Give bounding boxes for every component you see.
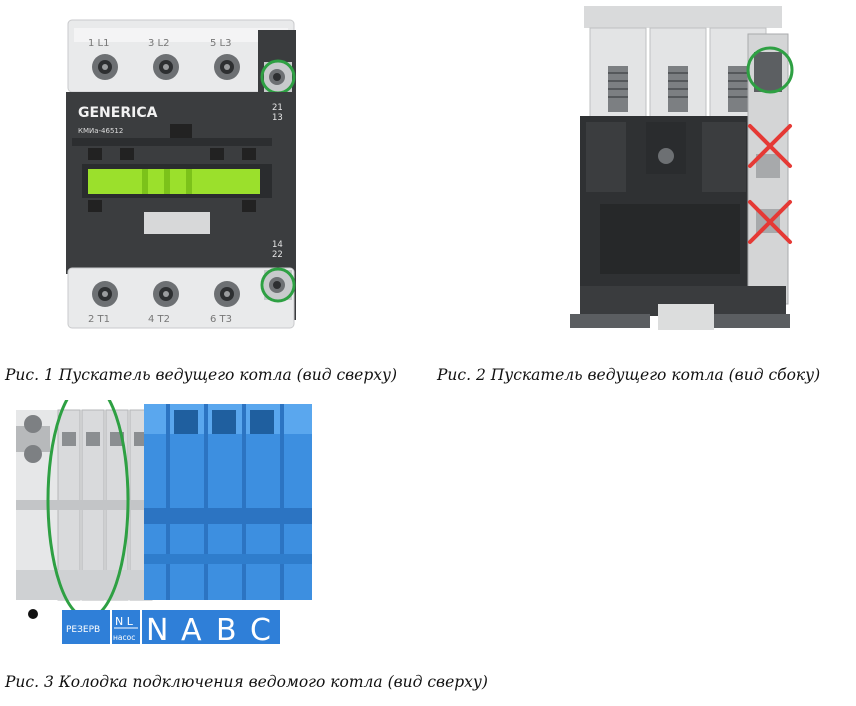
highlight-circle	[260, 267, 296, 303]
aux-screw-icon	[269, 69, 285, 85]
aux-number-21: 21	[272, 103, 283, 113]
terminal-label-t2: 4 T2	[148, 314, 170, 325]
marker-dot	[28, 609, 38, 619]
cross-icon	[748, 200, 792, 244]
aux-number-14: 14	[272, 240, 283, 250]
model-label: КМИа-46512	[78, 127, 123, 135]
screw-icon	[92, 54, 118, 80]
cross-icon	[748, 124, 792, 168]
label-nl: N L	[115, 615, 134, 628]
terminal-label-t1: 2 T1	[88, 314, 110, 325]
screw-icon	[92, 281, 118, 307]
screw-icon	[153, 54, 179, 80]
terminal-label-l2: 3 L2	[148, 38, 169, 49]
aux-number-13: 13	[272, 113, 283, 123]
terminal-label-l1: 1 L1	[88, 38, 109, 49]
figure-2-starter-side-view	[570, 6, 794, 330]
label-a: A	[181, 613, 202, 648]
terminal-label-l3: 5 L3	[210, 38, 231, 49]
figure-3-terminal-block: РЕЗЕРВ N L насос N A B C	[16, 400, 312, 648]
screw-icon	[214, 281, 240, 307]
highlight-circle	[746, 46, 794, 94]
label-c: C	[250, 613, 271, 648]
figure-3-caption: Рис. 3 Колодка подключения ведомого котл…	[5, 673, 488, 691]
figure-1-starter-top-view: 1 L1 3 L2 5 L3 GENERICA КМИа-46512 21 13…	[66, 19, 296, 329]
label-b: B	[216, 613, 237, 648]
label-n: N	[146, 613, 168, 648]
figure-1-caption: Рис. 1 Пускатель ведущего котла (вид све…	[5, 366, 398, 384]
figure-2-caption: Рис. 2 Пускатель ведущего котла (вид сбо…	[437, 366, 821, 384]
label-pump: насос	[113, 633, 135, 642]
terminal-label-t3: 6 T3	[210, 314, 232, 325]
aux-screw-icon	[269, 277, 285, 293]
label-reserve: РЕЗЕРВ	[66, 625, 100, 635]
screw-icon	[153, 281, 179, 307]
screw-icon	[214, 54, 240, 80]
brand-logo: GENERICA	[78, 105, 158, 121]
aux-number-22: 22	[272, 250, 283, 260]
